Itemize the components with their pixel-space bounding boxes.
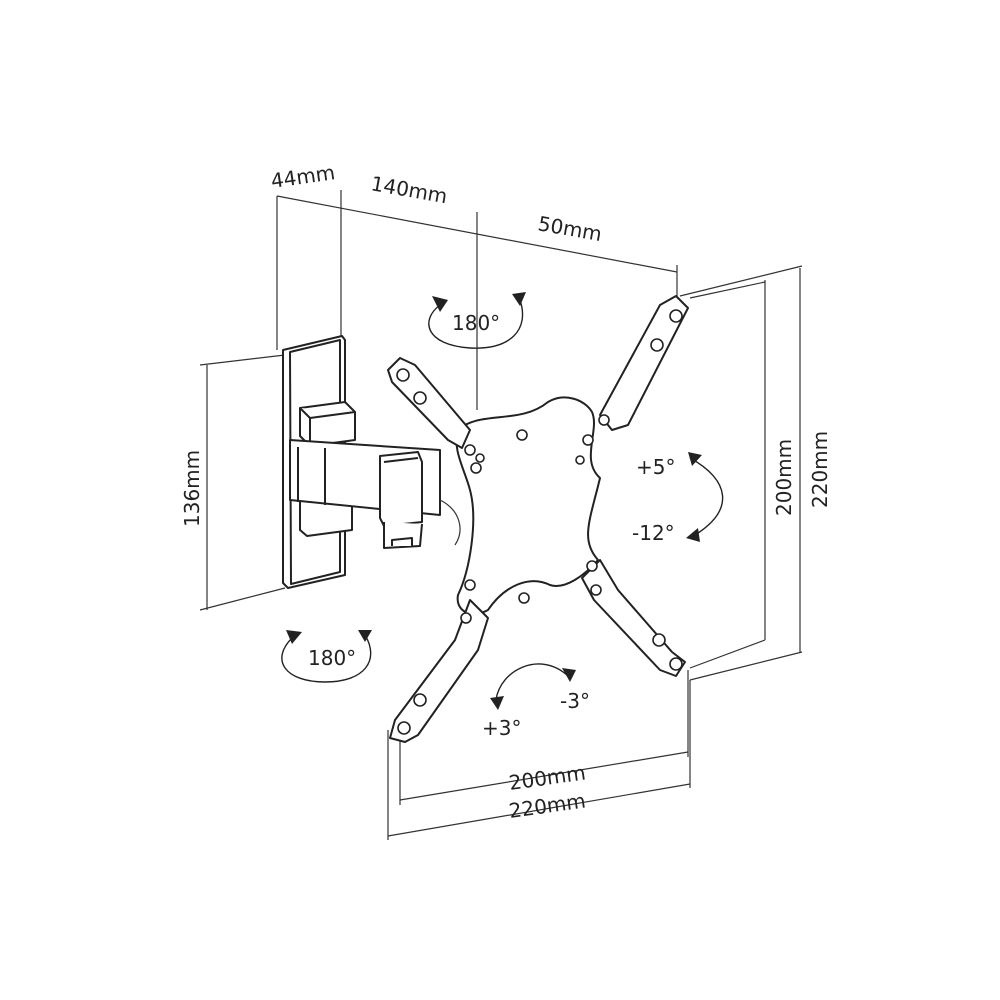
dim-vesa-vertical-outer: 220mm — [808, 431, 832, 508]
label-top-swivel: 180° — [452, 311, 500, 335]
dim-wall-plate-depth: 44mm — [269, 160, 336, 193]
dim-wall-plate-height: 136mm — [180, 450, 204, 527]
dim-vesa-vertical-inner: 200mm — [772, 439, 796, 516]
dim-arm-length: 140mm — [369, 171, 449, 208]
rotation-indicators: 180° 180° +5° -12° +3° -3° — [281, 292, 724, 740]
label-tilt-up: +5° — [636, 455, 675, 479]
label-level-minus: -3° — [560, 689, 590, 713]
mount-arm — [289, 439, 461, 549]
dim-pivot-offset: 50mm — [536, 211, 604, 246]
label-wall-swivel: 180° — [308, 646, 356, 670]
vesa-plate — [387, 295, 689, 743]
label-level-plus: +3° — [482, 716, 521, 740]
label-tilt-down: -12° — [632, 521, 675, 545]
